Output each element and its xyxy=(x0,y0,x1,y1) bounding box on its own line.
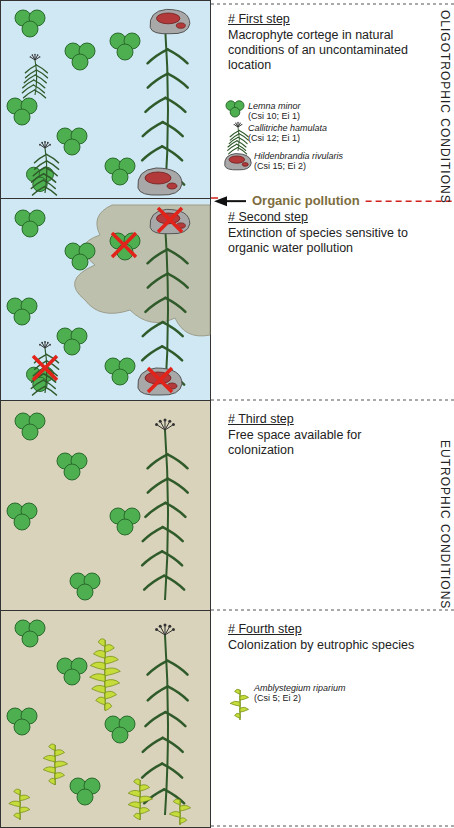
callitriche-plant xyxy=(22,54,47,98)
water-panel xyxy=(1,401,211,611)
lemna-frond xyxy=(15,620,45,647)
extinction-cross xyxy=(112,233,136,257)
amblystegium-moss xyxy=(43,744,67,785)
lemna-frond xyxy=(105,358,135,385)
arrow-head xyxy=(214,196,227,206)
amblystegium-moss xyxy=(230,689,248,720)
callitriche-plant xyxy=(228,122,249,154)
hildenbrandia-rock xyxy=(138,168,182,195)
separator xyxy=(211,610,454,611)
lemna-frond xyxy=(27,167,54,191)
lemna-frond xyxy=(70,573,100,600)
species-name: Amblystegium riparium xyxy=(254,684,346,694)
species-index: (Csi 12; Ei 1) xyxy=(248,134,300,144)
hildenbrandia-rock xyxy=(225,154,252,170)
condition-label: EUTROPHIC CONDITIONS xyxy=(438,440,451,609)
separator xyxy=(211,826,454,827)
lemna-frond xyxy=(57,128,87,155)
step-heading: # Fourth step xyxy=(228,622,424,636)
extinction-cross xyxy=(33,356,57,380)
step-description: Colonization by eutrophic species xyxy=(228,638,424,653)
step-description: Free space available for colonization xyxy=(228,428,424,458)
callitriche-plant xyxy=(31,141,58,195)
lemna-frond xyxy=(65,243,95,270)
lemna-frond xyxy=(15,413,45,440)
lemna-frond xyxy=(70,778,100,805)
callitriche-plant xyxy=(142,624,188,816)
species-index: (Csi 5; Ei 2) xyxy=(254,694,301,704)
hildenbrandia-rock xyxy=(138,368,182,395)
extinction-cross xyxy=(158,208,182,232)
lemna-frond xyxy=(110,233,140,260)
callitriche-plant xyxy=(142,214,188,396)
step-heading: # Third step xyxy=(228,412,424,426)
hildenbrandia-rock xyxy=(150,9,190,33)
species-index: (Csi 15; Ei 2) xyxy=(254,162,306,172)
step-heading: # First step xyxy=(228,12,424,26)
callitriche-plant xyxy=(142,419,188,601)
amblystegium-moss xyxy=(90,639,121,711)
species-index: (Csi 10; Ei 1) xyxy=(248,112,300,122)
lemna-frond xyxy=(105,158,135,185)
lemna-frond xyxy=(15,210,45,237)
step-box: # First stepMacrophyte cortege in natura… xyxy=(228,12,424,73)
pollution-arrow xyxy=(226,200,246,202)
species-name: Lemna minor xyxy=(248,102,301,112)
water-panel xyxy=(1,1,211,199)
step-box: # Third stepFree space available for col… xyxy=(228,412,424,458)
species-name: Callitriche hamulata xyxy=(248,124,327,134)
callitriche-plant xyxy=(142,14,188,196)
pollution-cloud xyxy=(75,205,210,336)
separator xyxy=(211,4,454,5)
lemna-frond xyxy=(57,328,87,355)
lemna-frond xyxy=(57,658,87,685)
water-panel xyxy=(1,611,211,828)
step-description: Macrophyte cortege in natural conditions… xyxy=(228,28,424,73)
step-box: # Fourth stepColonization by eutrophic s… xyxy=(228,622,424,653)
condition-label: OLIGOTROPHIC CONDITIONS xyxy=(438,10,451,204)
separator xyxy=(211,400,454,401)
lemna-frond xyxy=(110,508,140,535)
amblystegium-moss xyxy=(9,789,30,820)
species-name: Hildenbrandia rivularis xyxy=(254,152,343,162)
lemna-frond xyxy=(226,101,244,117)
lemna-frond xyxy=(65,43,95,70)
extinction-cross xyxy=(148,368,172,392)
amblystegium-moss xyxy=(169,799,190,825)
lemna-frond xyxy=(57,453,87,480)
lemna-frond xyxy=(110,33,140,60)
pollution-line xyxy=(211,197,218,199)
step-box: # Second stepExtinction of species sensi… xyxy=(228,210,424,256)
pollution-label: Organic pollution xyxy=(250,194,362,208)
lemna-frond xyxy=(7,708,37,735)
callitriche-plant xyxy=(31,341,58,395)
lemna-frond xyxy=(105,716,135,743)
step-heading: # Second step xyxy=(228,210,424,224)
amblystegium-moss xyxy=(128,779,152,820)
step-description: Extinction of species sensitive to organ… xyxy=(228,226,424,256)
water-panel xyxy=(1,199,211,401)
lemna-frond xyxy=(7,98,37,125)
lemna-frond xyxy=(15,10,45,37)
lemna-frond xyxy=(7,298,37,325)
lemna-frond xyxy=(7,503,37,530)
